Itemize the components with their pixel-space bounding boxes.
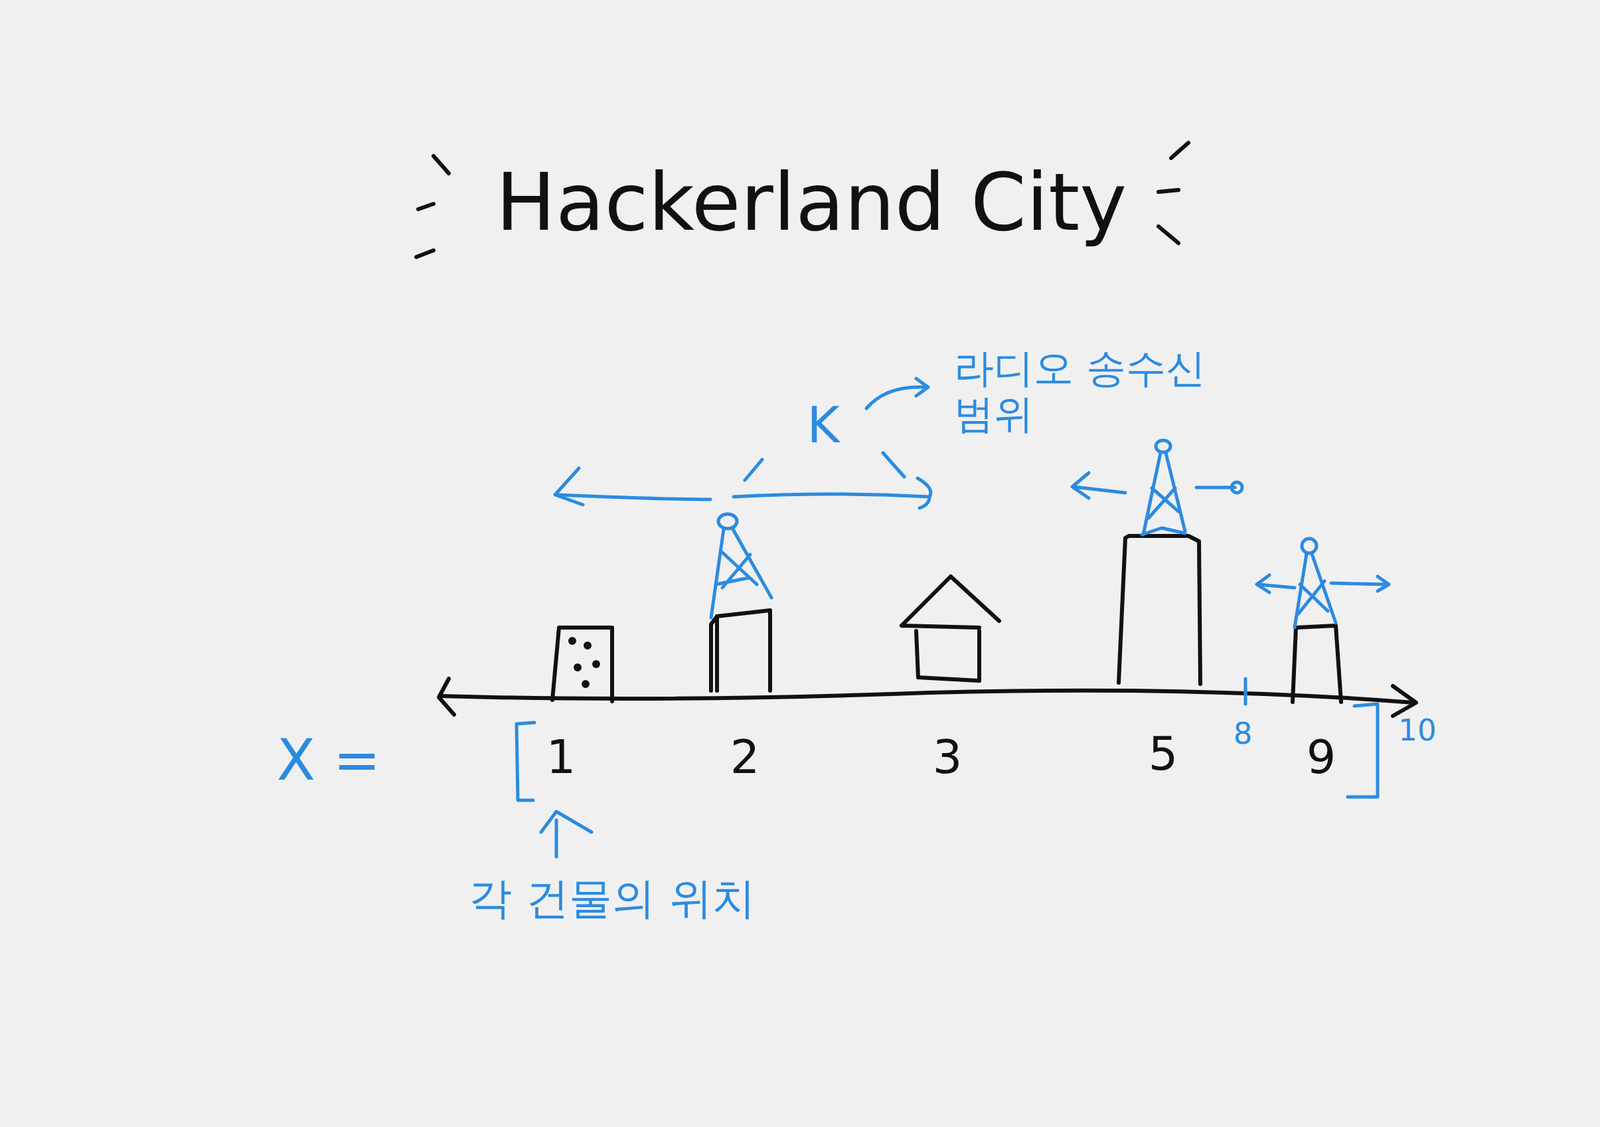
axis <box>440 690 1414 703</box>
dash <box>418 203 434 210</box>
tower <box>1141 452 1186 535</box>
arrowhead <box>1231 481 1243 493</box>
building-edge <box>715 616 720 691</box>
arrowhead <box>1392 685 1417 716</box>
dot <box>575 665 580 670</box>
position-number: 10 <box>1398 713 1437 748</box>
dot <box>594 661 599 666</box>
arc-marks <box>744 452 905 480</box>
building <box>711 610 771 691</box>
house <box>901 576 1000 681</box>
range-arrow <box>1331 576 1389 591</box>
arrowhead <box>438 678 455 715</box>
dash <box>1171 142 1189 159</box>
tick <box>1244 678 1248 704</box>
title-dashes <box>416 142 1189 257</box>
dash <box>1158 226 1179 243</box>
number-line <box>438 678 1417 716</box>
dot <box>583 681 588 686</box>
range-line <box>557 493 930 500</box>
tower-top <box>1301 538 1317 554</box>
range-note: 라디오 송수신 범위 <box>954 345 1240 437</box>
dot <box>570 638 575 643</box>
position-number: 3 <box>932 730 963 785</box>
range-arrow <box>1196 485 1235 490</box>
pointer-note: 각 건물의 위치 <box>468 873 755 924</box>
building <box>1118 535 1201 684</box>
tower-top <box>718 513 737 529</box>
variable-label: X = <box>276 727 381 793</box>
position-number: 8 <box>1233 716 1253 751</box>
position-number: 9 <box>1306 730 1337 785</box>
pointer-arrow <box>541 811 592 857</box>
range-symbol: K <box>806 396 840 454</box>
position-number: 2 <box>730 730 761 785</box>
dash <box>1158 189 1179 192</box>
bracket <box>1347 703 1378 797</box>
dash <box>416 250 434 257</box>
towers <box>711 440 1336 628</box>
tower <box>1294 553 1336 628</box>
tower <box>711 529 772 618</box>
arrowhead <box>917 478 931 508</box>
bracket <box>516 722 535 800</box>
title: Hackerland City <box>495 156 1128 249</box>
range-arrow <box>1072 472 1126 498</box>
position-number: 5 <box>1148 726 1179 781</box>
position-number: 1 <box>546 730 577 785</box>
building <box>552 627 613 702</box>
tower-top <box>1155 440 1171 453</box>
arrowhead <box>555 468 583 505</box>
building <box>1292 625 1342 702</box>
range-arrow <box>1256 574 1295 593</box>
dash <box>433 156 449 174</box>
buildings <box>552 535 1342 702</box>
dot <box>585 643 590 648</box>
annotations <box>516 678 1378 857</box>
callout-arrow <box>866 378 929 409</box>
